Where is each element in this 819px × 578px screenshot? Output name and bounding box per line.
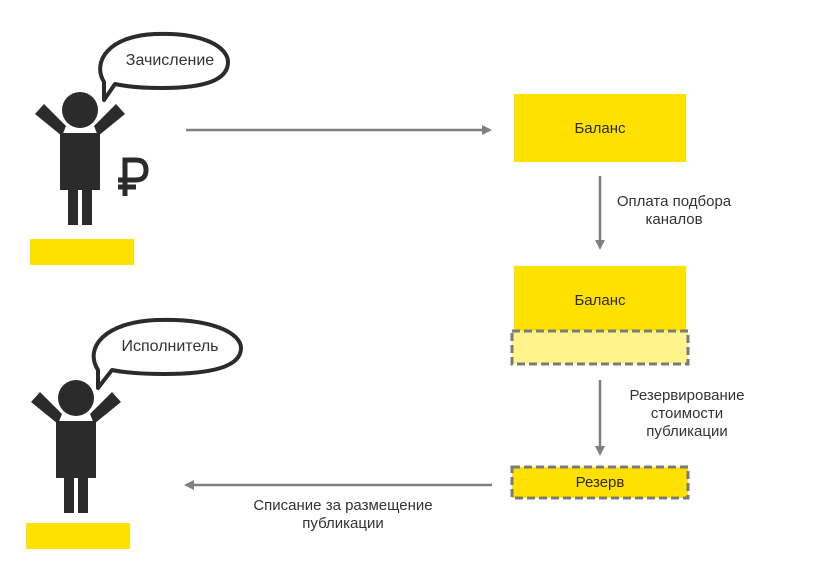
reserved-portion-box xyxy=(510,329,690,366)
selection-payment-label-line: каналов xyxy=(645,211,703,228)
executor-name-bar xyxy=(26,523,130,549)
client-bubble-text: Зачисление xyxy=(125,52,215,69)
cost-reservation-label-line: публикации xyxy=(646,423,728,440)
client-name-bar xyxy=(30,239,134,265)
cost-reservation-label: Резервирование стоимости публикации xyxy=(612,387,762,441)
client-figure-icon xyxy=(35,92,125,225)
cost-reservation-label-line: Резервирование xyxy=(629,387,745,404)
reserve-box xyxy=(510,465,690,500)
selection-payment-label: Оплата подбора каналов xyxy=(610,193,738,229)
placement-writeoff-label: Списание за размещение публикации xyxy=(228,497,458,533)
cost-reservation-label-line: стоимости xyxy=(650,405,724,422)
placement-writeoff-label-line: публикации xyxy=(302,515,384,532)
placement-writeoff-label-line: Списание за размещение xyxy=(253,497,433,514)
balance-box xyxy=(514,94,686,162)
client-speech-bubble xyxy=(98,31,230,102)
executor-bubble-text: Исполнитель xyxy=(121,338,219,355)
balance-box-after-payment xyxy=(514,266,686,334)
selection-payment-label-line: Оплата подбора xyxy=(616,193,732,210)
balance-box-label: Баланс xyxy=(574,119,626,137)
balance-box-after-payment-label: Баланс xyxy=(574,291,626,309)
executor-speech-bubble xyxy=(91,317,243,390)
executor-figure-icon xyxy=(31,380,121,513)
ruble-sign-icon xyxy=(118,157,149,196)
reserve-box-label: Резерв xyxy=(575,474,625,491)
